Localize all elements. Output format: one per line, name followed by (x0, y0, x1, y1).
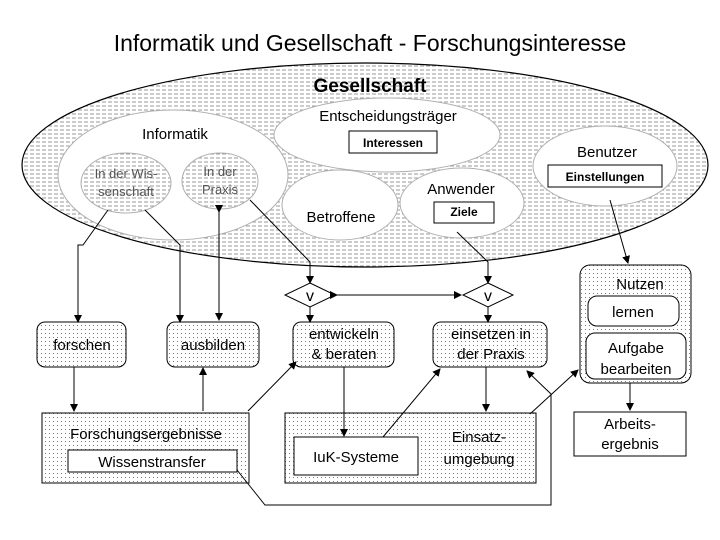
attitudes-box (547, 164, 663, 188)
users-apply-label: Anwender (427, 181, 495, 198)
informatics-label: Informatik (142, 126, 208, 143)
edge-science-to-research (74, 209, 109, 323)
develop-label-line1: entwickeln (309, 326, 379, 343)
practice-ellipse (181, 152, 259, 210)
edge-goals-to-deploy-decision (456, 231, 492, 284)
ict-systems-label: IuK-Systeme (313, 449, 399, 466)
deploy-env-label-line2: umgebung (444, 451, 515, 468)
edge-environment-to-benefit (529, 369, 579, 415)
develop-label-line2: & beraten (311, 346, 376, 363)
edge-users-to-benefit (609, 199, 630, 264)
benefit-label: Nutzen (616, 276, 664, 293)
affected-ellipse (281, 169, 399, 241)
knowledge-transfer-label: Wissenstransfer (98, 454, 206, 471)
teach-box (166, 321, 260, 368)
work-result-label-line2: ergebnis (601, 436, 659, 453)
work-result-label-line1: Arbeits- (604, 416, 656, 433)
science-label-line2: senschaft (98, 184, 154, 199)
science-ellipse (80, 152, 172, 214)
task-label-line2: bearbeiten (601, 361, 672, 378)
edge-results-to-develop (247, 361, 297, 412)
research-label: forschen (53, 337, 111, 354)
goals-label: Ziele (450, 205, 478, 219)
users-label: Benutzer (577, 144, 637, 161)
task-label-line1: Aufgabe (608, 340, 664, 357)
edge-ict-systems-to-deploy (382, 368, 441, 438)
edge-science-to-teach (144, 209, 184, 323)
deploy-label-line2: der Praxis (457, 346, 525, 363)
deploy-label-line1: einsetzen in (451, 326, 531, 343)
science-label-line1: In der Wis- (95, 166, 158, 181)
teach-label: ausbilden (181, 337, 245, 354)
affected-label: Betroffene (307, 209, 376, 226)
learn-box (587, 295, 680, 327)
goals-box (433, 201, 495, 224)
develop-chevron: v (306, 288, 314, 305)
task-box (585, 332, 687, 380)
interests-box (348, 130, 438, 154)
practice-label-line1: In der (203, 164, 237, 179)
edge-transfer-to-deploy (236, 370, 552, 506)
deploy-env-label-line1: Einsatz- (452, 429, 506, 446)
knowledge-transfer-box (67, 449, 238, 473)
research-results-label: Forschungsergebnisse (70, 426, 222, 443)
interests-label: Interessen (363, 136, 423, 150)
deploy-chevron: v (484, 288, 492, 305)
attitudes-label: Einstellungen (566, 170, 645, 184)
ict-systems-box (293, 436, 419, 476)
learn-label: lernen (612, 304, 654, 321)
edge-practice-to-develop-decision (249, 199, 314, 284)
decision-makers-label: Entscheidungsträger (319, 108, 457, 125)
society-label: Gesellschaft (314, 76, 428, 97)
practice-label-line2: Praxis (202, 182, 239, 197)
page-title: Informatik und Gesellschaft - Forschungs… (114, 30, 627, 56)
work-result-box (573, 411, 687, 457)
